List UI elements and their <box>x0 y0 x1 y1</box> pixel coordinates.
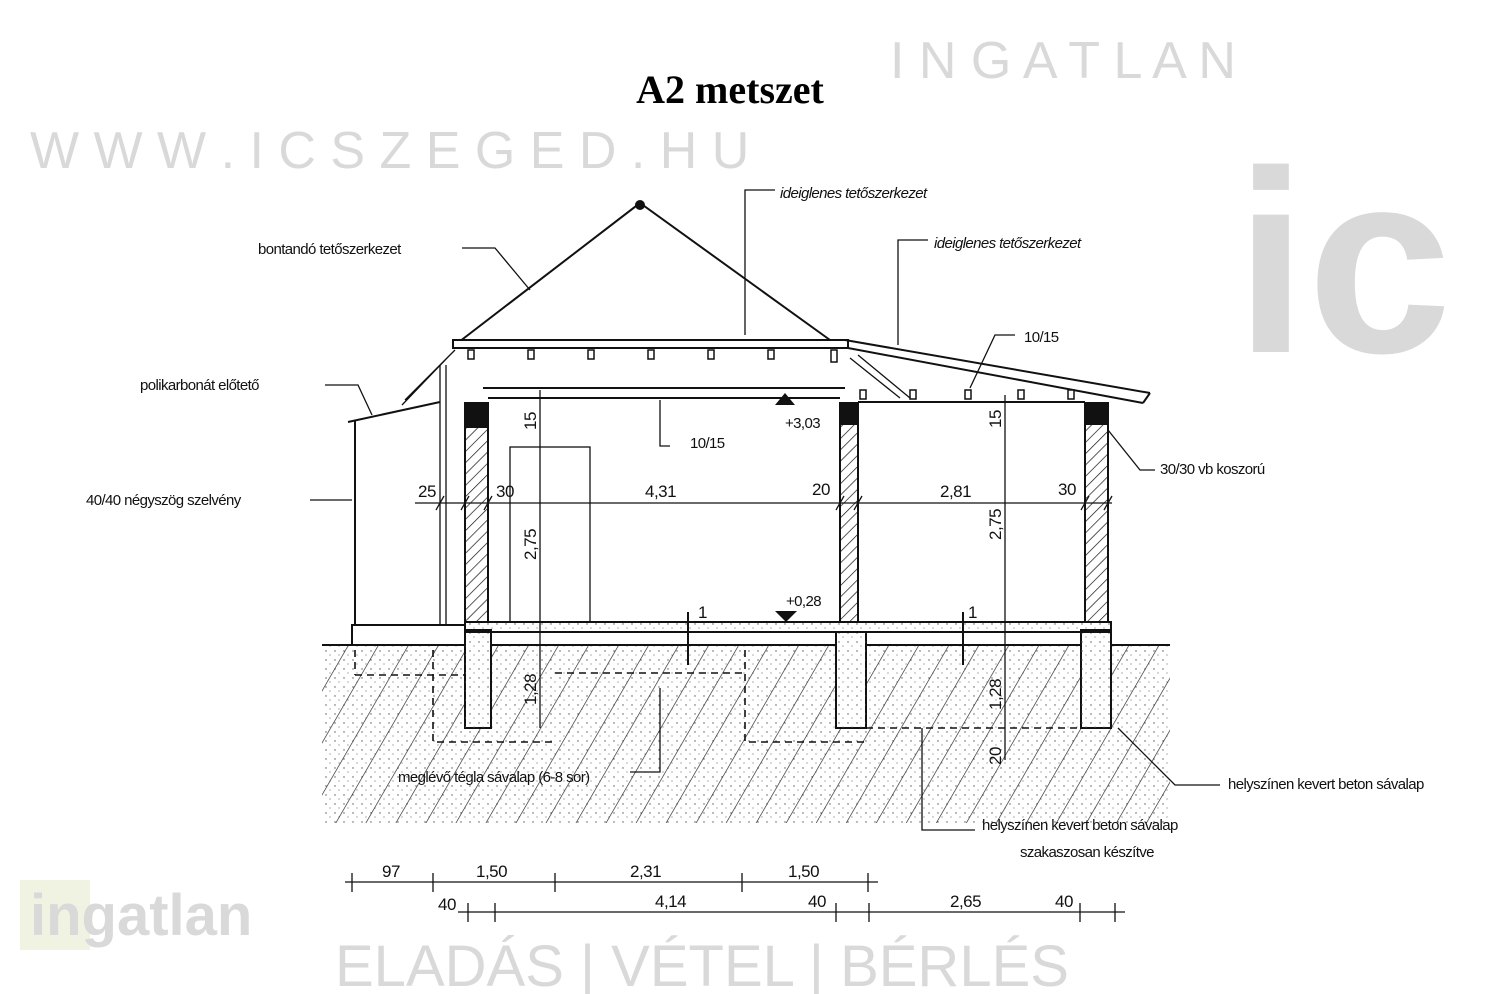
dim-431: 4,31 <box>645 482 676 501</box>
watermark-line1: I N G A T L A N <box>890 32 1236 90</box>
label-beam-right: 10/15 <box>1024 329 1059 346</box>
door-outline <box>509 446 591 623</box>
level-marker-top-icon <box>775 393 795 405</box>
section-cut-lines <box>687 612 964 665</box>
watermark-logo-square <box>20 880 90 950</box>
label-existing-foundation: meglévő tégla sávalap (6-8 sor) <box>398 769 590 786</box>
watermark-logo-letters: ic <box>1235 118 1452 408</box>
annex <box>347 349 456 625</box>
label-steel-post: 40/40 négyszög szelvény <box>86 492 242 509</box>
watermark-logo-small: ingatlan <box>30 883 252 948</box>
foundations <box>354 629 1112 743</box>
label-roof-temp-1: ideiglenes tetőszerkezet <box>780 185 928 202</box>
label-polycarbonate: polikarbonát előtető <box>140 377 259 394</box>
dim-v-right-slab: 15 <box>986 410 1005 428</box>
label-new-foundation-mid-1: helyszínen kevert beton sávalap <box>982 817 1178 834</box>
section-mark-right: 1 <box>968 603 977 622</box>
annex-floor <box>351 624 466 646</box>
roofs <box>452 200 1151 404</box>
level-marker-floor-icon <box>775 611 797 622</box>
dim-bottom-414: 4,14 <box>655 892 686 911</box>
level-floor: +0,28 <box>786 593 821 610</box>
dim-bottom-97: 97 <box>382 862 400 881</box>
dim-bottom-150a: 1,50 <box>476 862 507 881</box>
dim-20: 20 <box>812 480 830 499</box>
dim-bottom-265: 2,65 <box>950 892 981 911</box>
watermark: ingatlan ic I N G A T L A N ELADÁS | VÉT… <box>20 32 1452 994</box>
walls <box>464 402 1109 623</box>
dim-v-left-foundation: 1,28 <box>521 674 540 705</box>
label-ring-beam: 30/30 vb koszorú <box>1160 461 1265 478</box>
dimension-lines <box>345 390 1125 922</box>
level-top: +3,03 <box>785 415 820 432</box>
dim-30-right: 30 <box>1058 480 1076 499</box>
dim-v-right-base: 20 <box>986 747 1005 765</box>
dim-25: 25 <box>418 482 436 501</box>
dim-v-right-foundation: 1,28 <box>986 679 1005 710</box>
dim-281: 2,81 <box>940 482 971 501</box>
watermark-line3: W W W . I C S Z E G E D . H U <box>30 122 749 180</box>
dim-v-left-height: 2,75 <box>521 529 540 560</box>
dim-bottom-40c: 40 <box>1055 892 1073 911</box>
section-mark-left: 1 <box>698 603 707 622</box>
dim-v-right-height: 2,75 <box>986 509 1005 540</box>
dim-bottom-150b: 1,50 <box>788 862 819 881</box>
drawing-title: A2 metszet <box>636 67 824 112</box>
dim-bottom-40a: 40 <box>438 895 456 914</box>
label-new-foundation-right: helyszínen kevert beton sávalap <box>1228 776 1424 793</box>
ground <box>322 644 1170 823</box>
leader-lines <box>310 189 1220 831</box>
dim-bottom-40b: 40 <box>808 892 826 911</box>
dim-30-left: 30 <box>496 482 514 501</box>
label-roof-demolish: bontandó tetőszerkezet <box>258 241 402 258</box>
label-roof-temp-2: ideiglenes tetőszerkezet <box>934 235 1082 252</box>
dim-bottom-231: 2,31 <box>630 862 661 881</box>
label-beam-left: 10/15 <box>690 435 725 452</box>
dim-v-left-slab: 15 <box>521 412 540 430</box>
floor-slab <box>464 621 1112 633</box>
label-new-foundation-mid-2: szakaszosan készítve <box>1020 844 1154 861</box>
watermark-line2: ELADÁS | VÉTEL | BÉRLÉS <box>335 934 1069 994</box>
